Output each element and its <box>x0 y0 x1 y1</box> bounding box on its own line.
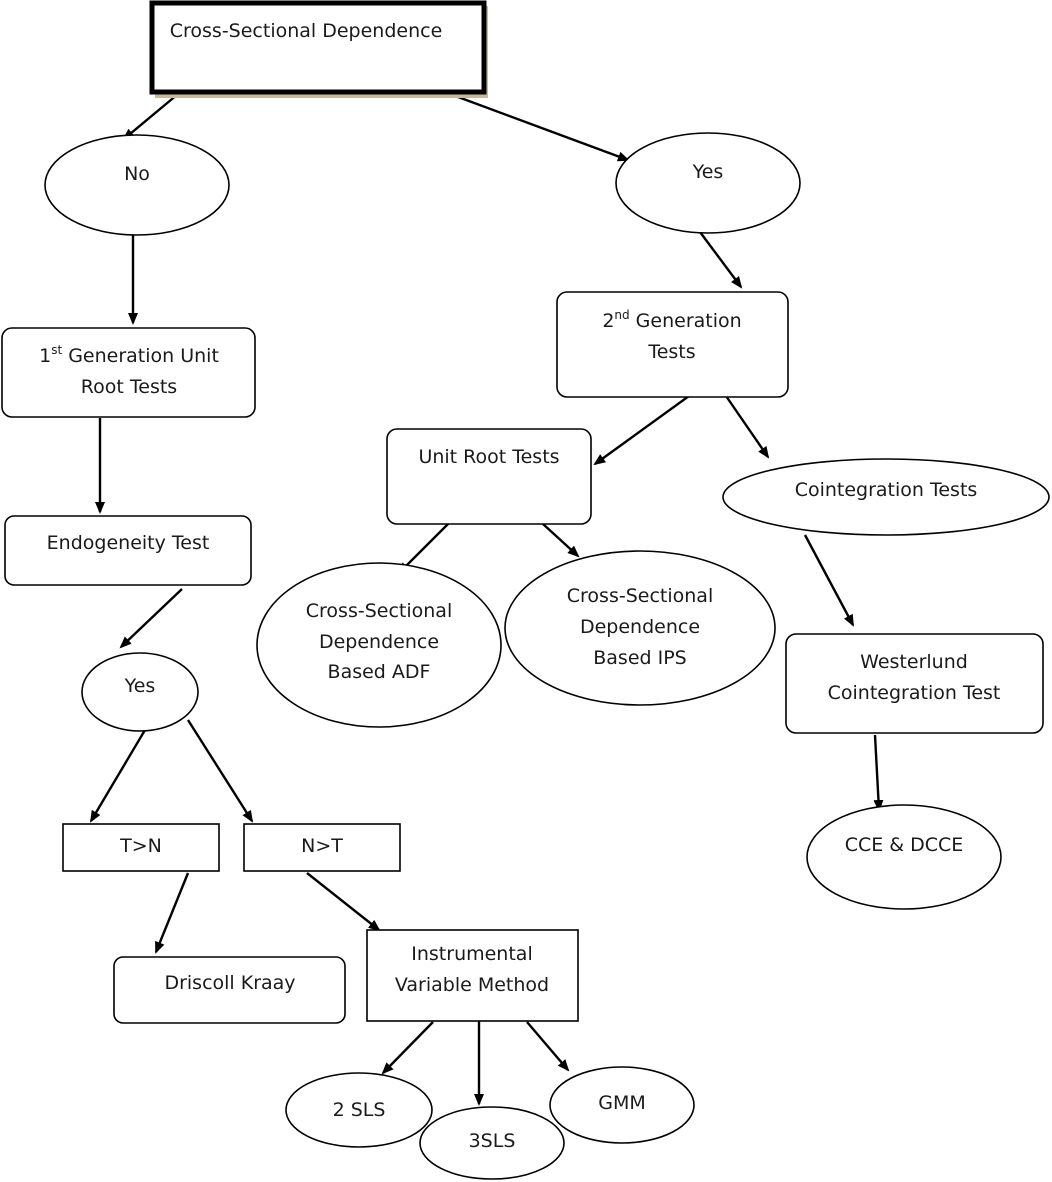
node-ellipse <box>44 134 230 236</box>
node-label-line1: Instrumental <box>411 943 532 965</box>
node-ellipse <box>615 132 801 234</box>
node-label: 2 SLS <box>333 1099 386 1121</box>
node-ellipse <box>256 562 502 728</box>
node-ellipse <box>419 1106 565 1180</box>
node-label-line2: Tests <box>647 341 695 363</box>
node-3sls: 3SLS <box>419 1106 565 1180</box>
node-ellipse <box>81 652 199 732</box>
node-ellipse <box>722 458 1050 536</box>
node-label: CCE & DCCE <box>845 834 964 856</box>
node-ellipse <box>504 550 776 706</box>
node-yes-endogeneity: Yes <box>81 652 199 732</box>
node-label-line1: Cross-Sectional <box>567 585 713 607</box>
node-label-line2: Dependence <box>580 616 700 638</box>
edge-westerlund-cce <box>873 734 884 812</box>
node-label-line3: Based ADF <box>328 661 431 683</box>
edge-csd-yes <box>449 92 630 162</box>
node-no: No <box>44 134 230 236</box>
node-box <box>1 327 256 418</box>
node-box <box>386 428 592 525</box>
node-label-line3: Based IPS <box>593 647 687 669</box>
node-label-line2: Cointegration Test <box>828 682 1001 704</box>
node-label: N>T <box>301 835 343 857</box>
node-box <box>785 633 1044 734</box>
node-label-line2: Dependence <box>319 631 439 653</box>
node-label: Driscoll Kraay <box>164 972 295 994</box>
node-gmm: GMM <box>549 1066 695 1144</box>
edges <box>89 92 884 1106</box>
node-csd-based-adf: Cross-Sectional Dependence Based ADF <box>256 562 502 728</box>
node-label: No <box>124 163 150 185</box>
node-box <box>4 515 252 586</box>
node-label: Yes <box>124 675 156 697</box>
node-label: Endogeneity Test <box>47 532 210 554</box>
node-ellipse <box>806 804 1002 910</box>
edge-csd-no <box>122 93 179 141</box>
node-cce-dcce: CCE & DCCE <box>806 804 1002 910</box>
edge-coint-westerlund <box>803 534 855 627</box>
node-n-greater-t: N>T <box>243 823 401 872</box>
node-label: Yes <box>692 161 724 183</box>
node-label: Unit Root Tests <box>418 446 559 468</box>
node-driscoll-kraay: Driscoll Kraay <box>113 956 346 1024</box>
node-instrumental-variable-method: Instrumental Variable Method <box>366 929 579 1022</box>
node-label: 1st Generation Unit <box>39 343 219 367</box>
node-label-line2: Variable Method <box>395 974 549 996</box>
node-box <box>556 291 789 398</box>
node-first-generation-unit-root-tests: 1st Generation Unit Root Tests <box>1 327 256 418</box>
node-unit-root-tests: Unit Root Tests <box>386 428 592 525</box>
node-label: 3SLS <box>469 1130 516 1152</box>
edge-yes-tn <box>89 729 147 823</box>
edge-tn-driscoll <box>154 872 190 954</box>
node-label: GMM <box>598 1092 646 1114</box>
node-t-greater-n: T>N <box>62 823 220 872</box>
node-label-line1: Cross-Sectional <box>306 600 452 622</box>
node-label: T>N <box>119 835 162 857</box>
node-label-line1: Westerlund <box>860 651 968 673</box>
edge-nt-iv <box>306 872 381 932</box>
edge-iv-gmm <box>526 1021 570 1072</box>
node-endogeneity-test: Endogeneity Test <box>4 515 252 586</box>
node-csd-based-ips: Cross-Sectional Dependence Based IPS <box>504 550 776 706</box>
node-2sls: 2 SLS <box>285 1072 433 1148</box>
node-box <box>243 823 401 872</box>
node-box <box>113 956 346 1024</box>
edge-iv-2sls <box>381 1021 434 1075</box>
node-cross-sectional-dependence: Cross-Sectional Dependence <box>149 0 488 98</box>
edge-yes-gen2 <box>699 231 743 289</box>
node-label-line2: Root Tests <box>81 376 177 398</box>
edge-endo-yes <box>119 588 183 649</box>
node-box <box>366 929 579 1022</box>
edge-gen2-coint <box>725 395 770 459</box>
edge-gen2-unitroot <box>593 395 690 466</box>
node-box <box>62 823 220 872</box>
node-box <box>149 0 487 95</box>
node-ellipse <box>285 1072 433 1148</box>
node-westerlund-cointegration-test: Westerlund Cointegration Test <box>785 633 1044 734</box>
edge-yes-nt <box>186 719 254 823</box>
node-second-generation-tests: 2nd Generation Tests <box>556 291 789 398</box>
node-label: Cross-Sectional Dependence <box>170 20 443 42</box>
edge-unitroot-ips <box>542 523 580 558</box>
node-label: 2nd Generation <box>602 308 741 332</box>
node-cointegration-tests: Cointegration Tests <box>722 458 1050 536</box>
node-yes-top: Yes <box>615 132 801 234</box>
node-ellipse <box>549 1066 695 1144</box>
node-label: Cointegration Tests <box>795 479 978 501</box>
